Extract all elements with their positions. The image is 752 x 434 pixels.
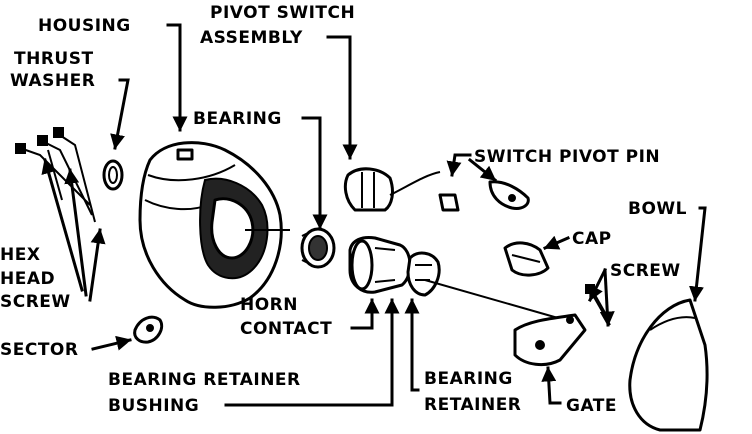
switch-pivot-pin-part [488, 180, 530, 210]
label-hex-head-line2: HEAD [0, 269, 55, 289]
bearing-retainer-bushing-part [348, 236, 412, 294]
label-hex-head-line1: HEX [0, 245, 40, 265]
bowl-part [628, 298, 709, 432]
label-cap: CAP [572, 229, 612, 249]
label-thrust-washer-line1: THRUST [14, 49, 94, 69]
label-horn-contact-line2: CONTACT [240, 319, 332, 339]
label-gate: GATE [566, 396, 617, 416]
label-switch-pivot-pin: SWITCH PIVOT PIN [474, 147, 660, 167]
label-screw: SCREW [610, 261, 681, 281]
label-bearing-retainer-line2: RETAINER [424, 395, 521, 415]
housing-part [138, 141, 290, 309]
gate-part [513, 313, 587, 367]
thrust-washer-part [102, 159, 124, 191]
label-bearing-retainer-line1: BEARING [424, 369, 513, 389]
bearing-retainer-part [406, 251, 441, 297]
label-horn-contact-line1: HORN [240, 295, 298, 315]
label-thrust-washer-line2: WASHER [10, 71, 95, 91]
label-bearing-retainer-bushing-line2: BUSHING [108, 396, 199, 416]
label-bowl: BOWL [628, 199, 687, 219]
label-bearing-retainer-bushing-line1: BEARING RETAINER [108, 370, 301, 390]
label-bearing: BEARING [193, 109, 282, 129]
label-sector: SECTOR [0, 340, 78, 360]
label-hex-head-line3: SCREW [0, 292, 71, 312]
pivot-switch-assembly-part [343, 167, 460, 212]
hex-head-screws-part [15, 127, 96, 223]
label-housing: HOUSING [38, 16, 131, 36]
label-pivot-switch-line2: ASSEMBLY [200, 28, 303, 48]
shaft-line [424, 279, 566, 321]
sector-part [133, 315, 164, 344]
label-pivot-switch-line1: PIVOT SWITCH [210, 3, 355, 23]
cap-part [503, 241, 550, 277]
bearing-part [300, 227, 336, 269]
